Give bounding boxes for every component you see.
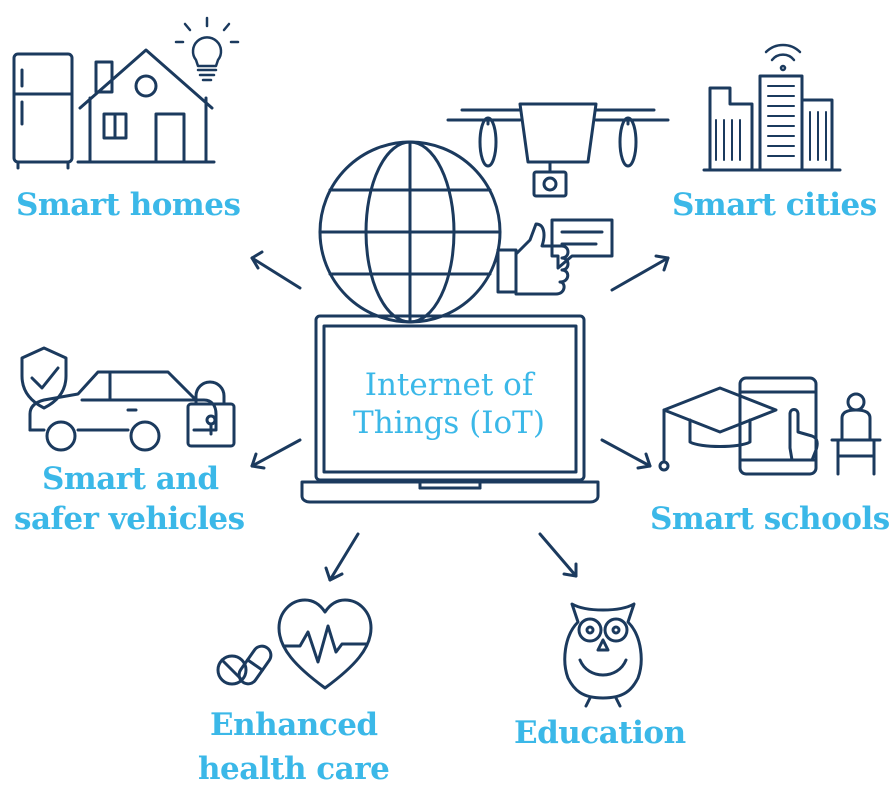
label-vehicles-line1: Smart and [42,461,219,497]
lightbulb-icon [174,16,240,82]
shield-check-icon [20,346,68,410]
arrow-to-smart-schools [600,438,652,470]
fridge-icon [12,52,74,170]
label-health-line2: health care [198,751,390,787]
student-at-desk-icon [830,392,882,476]
arrow-to-education [538,532,578,578]
heartbeat-icon [277,598,373,690]
owl-icon [563,602,643,708]
house-icon [76,48,216,164]
label-smart-cities: Smart cities [672,187,877,223]
label-smart-schools: Smart schools [650,501,890,537]
arrow-to-smart-cities [610,254,670,292]
laptop-icon [300,314,600,504]
label-health-line1: Enhanced [210,707,378,743]
chat-bubble-icon [550,218,614,270]
label-smart-homes: Smart homes [16,187,241,223]
label-education: Education [514,715,686,751]
wifi-icon [764,43,802,72]
pills-icon [216,644,273,686]
center-label-line1: Internet of [364,367,534,403]
city-buildings-icon [702,74,842,172]
car-icon [28,370,218,452]
globe-icon [318,140,502,324]
drone-icon [446,102,670,198]
graduation-cap-icon [658,386,778,472]
padlock-icon [186,380,236,448]
arrow-to-health-care [324,532,360,582]
center-label: Internet of Things (IoT) [322,366,576,442]
tablet-icon [738,376,819,476]
center-label-line2: Things (IoT) [353,405,545,441]
thumbs-up-icon [496,222,570,296]
arrow-to-smart-homes [250,250,302,290]
arrow-to-vehicles [250,438,302,470]
label-vehicles-line2: safer vehicles [14,501,245,537]
